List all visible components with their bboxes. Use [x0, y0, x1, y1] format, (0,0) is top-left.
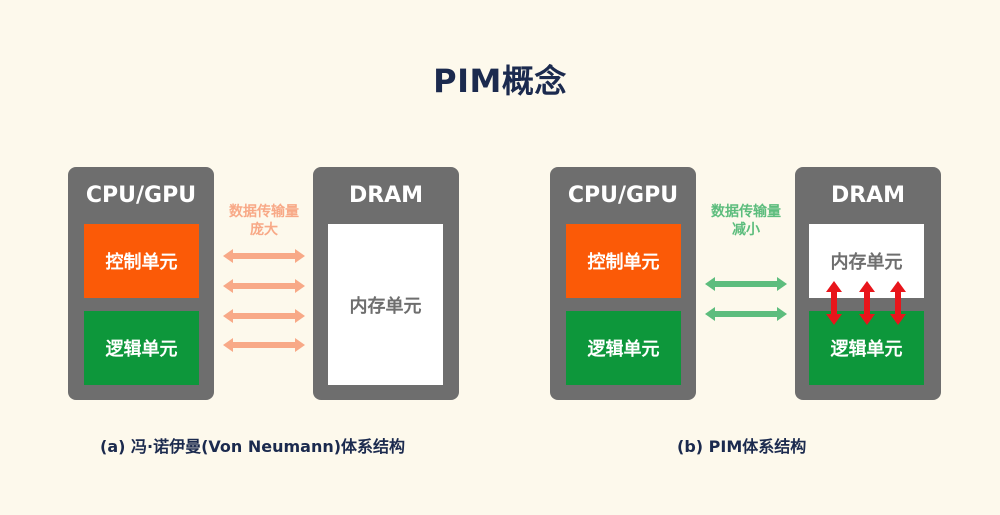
right-memory-unit: 内存单元 — [809, 224, 924, 298]
left-cpu-gpu-box: CPU/GPU 控制单元 逻辑单元 — [68, 167, 214, 400]
left-logic-unit: 逻辑单元 — [84, 311, 199, 385]
left-flow-label-line1: 数据传输量 — [229, 204, 299, 220]
left-arrow-2 — [223, 279, 305, 293]
page-title: PIM概念 — [433, 62, 567, 100]
left-flow-label: 数据传输量 庞大 — [214, 203, 314, 239]
left-arrow-3 — [223, 309, 305, 323]
internal-arrow-1 — [826, 281, 842, 325]
left-control-unit: 控制单元 — [84, 224, 199, 298]
right-flow-label-line2: 减小 — [732, 222, 760, 238]
left-arrow-1 — [223, 249, 305, 263]
right-cpu-gpu-box: CPU/GPU 控制单元 逻辑单元 — [550, 167, 696, 400]
right-cpu-gpu-title: CPU/GPU — [567, 183, 679, 208]
right-control-unit: 控制单元 — [566, 224, 681, 298]
left-cpu-gpu-title: CPU/GPU — [85, 183, 197, 208]
left-arrow-4 — [223, 338, 305, 352]
right-flow-label: 数据传输量 减小 — [696, 203, 796, 239]
right-flow-label-line1: 数据传输量 — [711, 204, 781, 220]
left-caption: (a) 冯·诺伊曼(Von Neumann)体系结构 — [100, 437, 406, 456]
left-memory-unit: 内存单元 — [328, 224, 443, 385]
left-dram-title: DRAM — [348, 183, 424, 208]
left-flow-label-line2: 庞大 — [250, 222, 278, 238]
right-caption: (b) PIM体系结构 — [677, 437, 807, 456]
internal-arrow-3 — [890, 281, 906, 325]
internal-arrow-2 — [859, 281, 875, 325]
left-dram-box: DRAM 内存单元 — [313, 167, 459, 400]
right-arrow-2 — [705, 307, 787, 321]
right-logic-unit: 逻辑单元 — [566, 311, 681, 385]
right-dram-title: DRAM — [830, 183, 906, 208]
right-arrow-1 — [705, 277, 787, 291]
